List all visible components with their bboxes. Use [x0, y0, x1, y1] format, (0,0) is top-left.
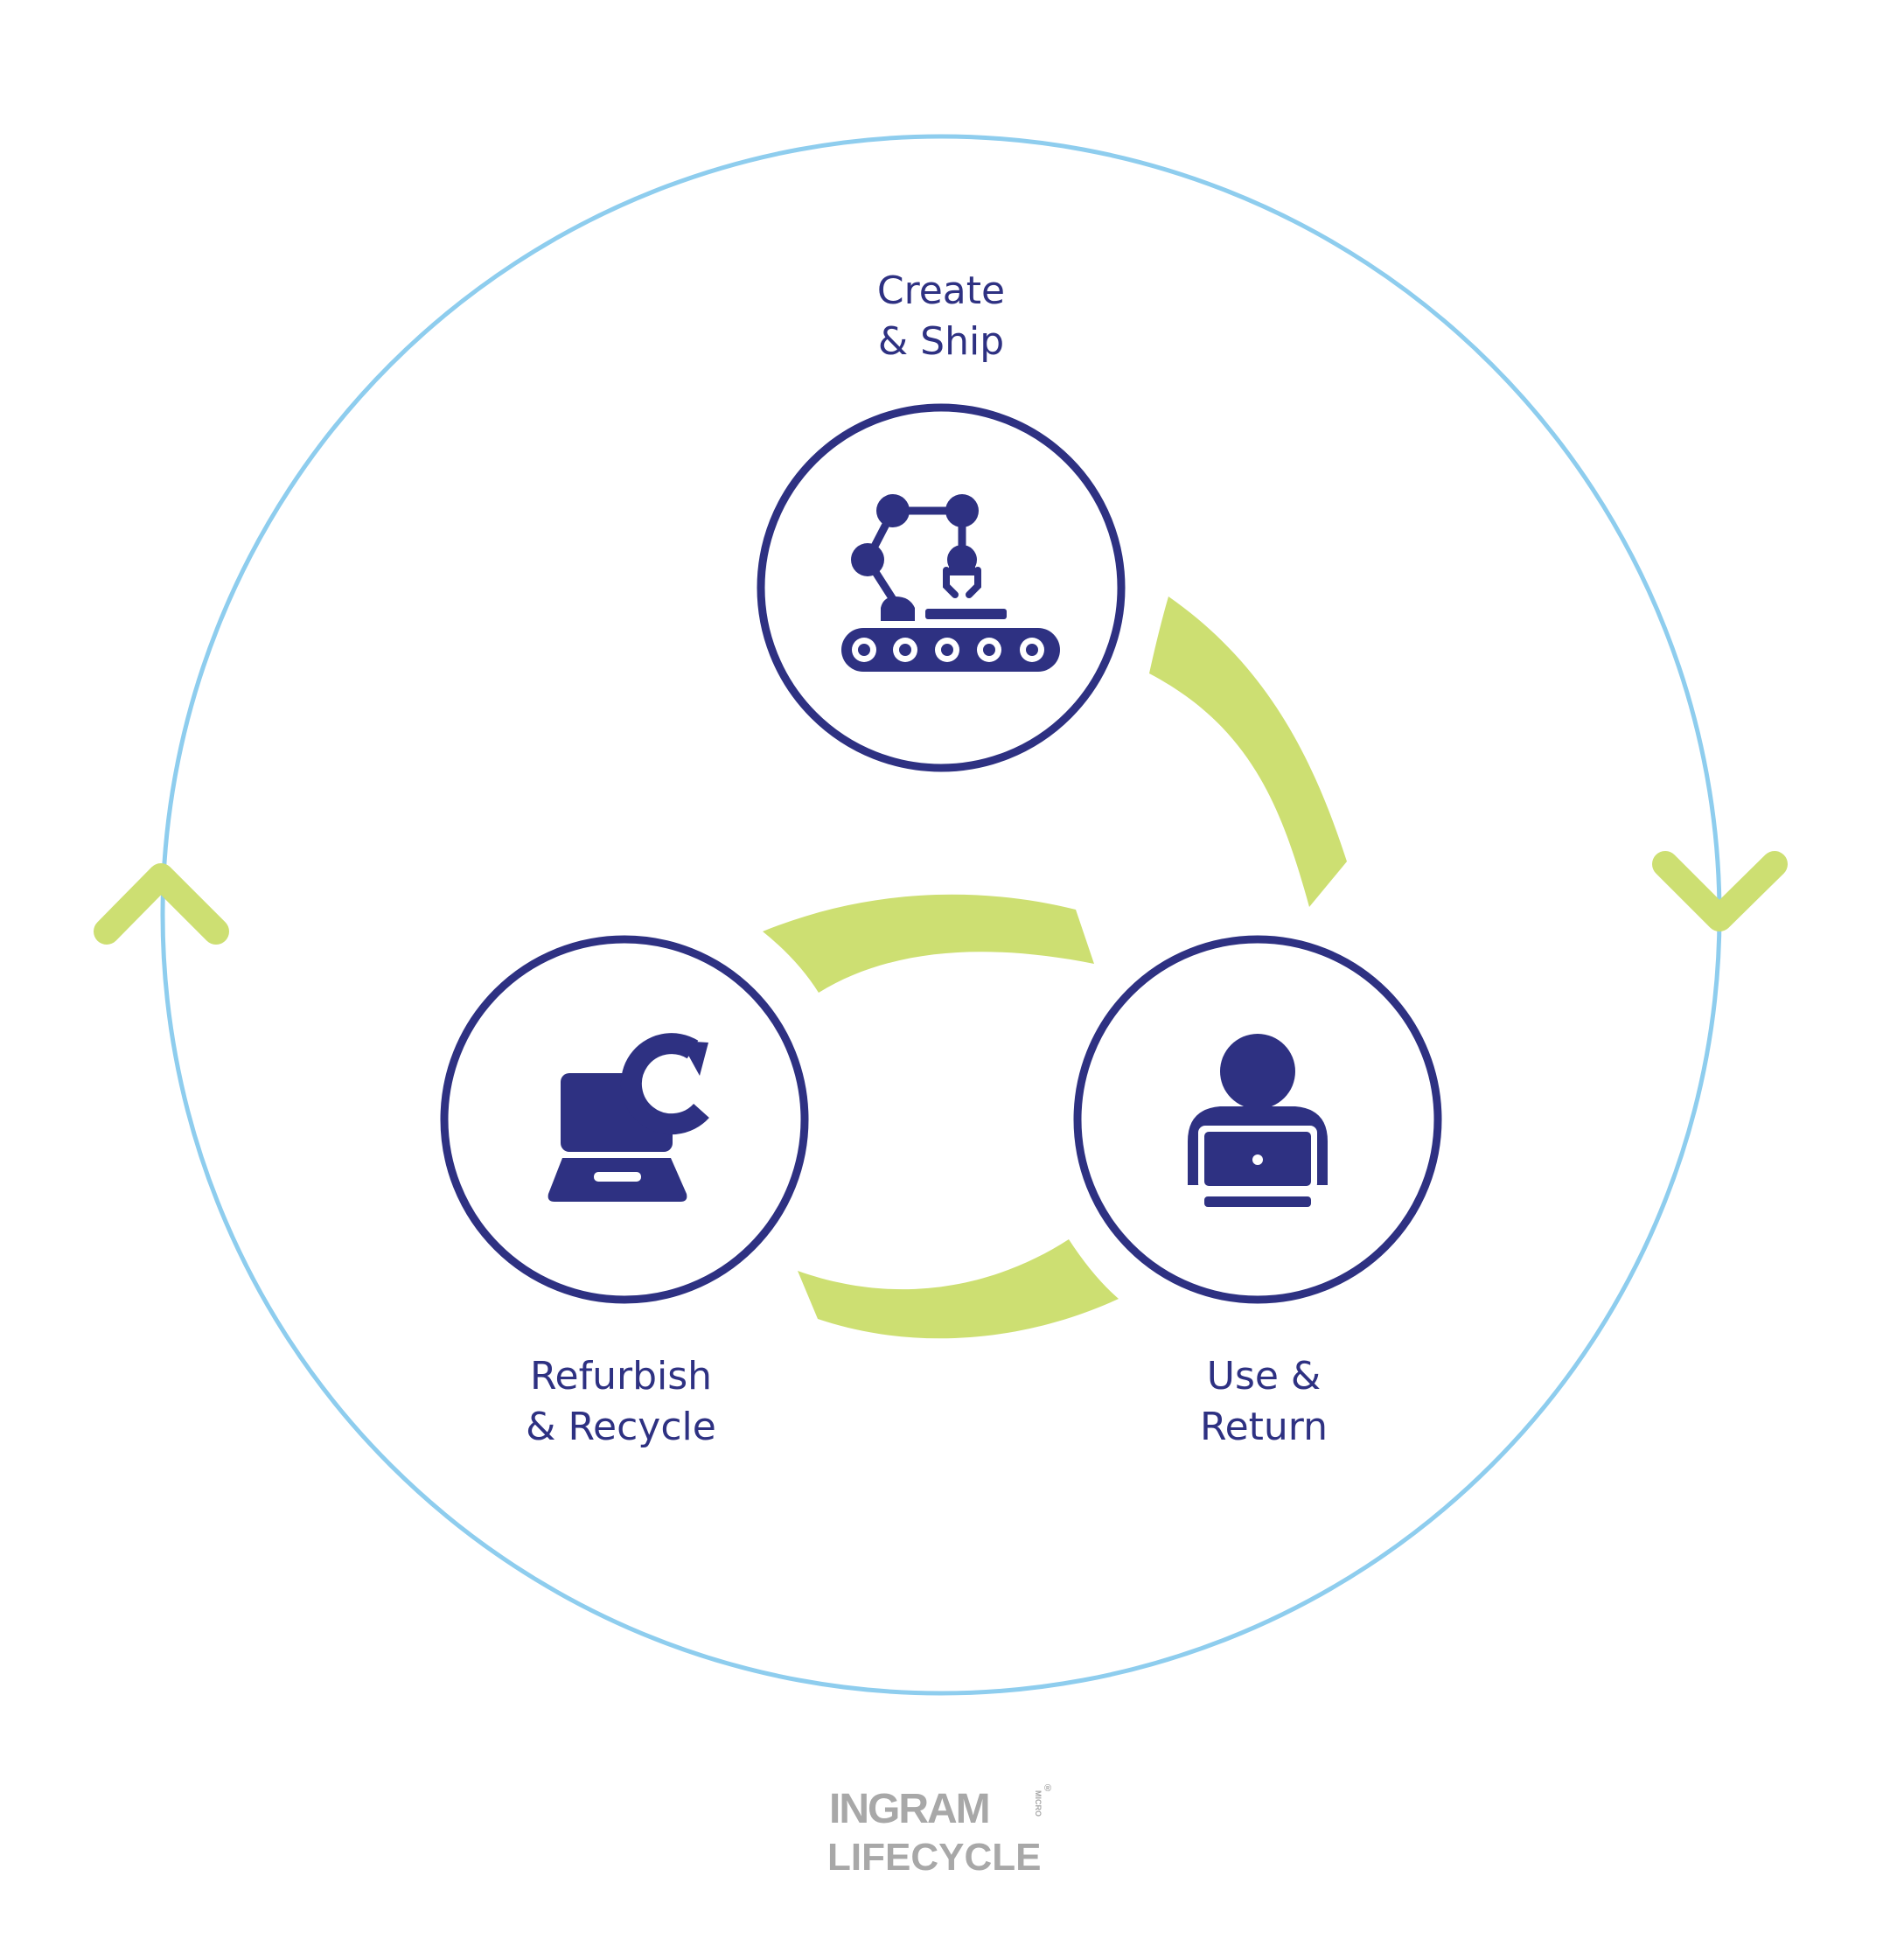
- logo-lifecycle-text: LIFECYCLE: [827, 1836, 1042, 1879]
- use-return-label-line2: Return: [1199, 1405, 1328, 1449]
- left-up-chevron-icon: [94, 863, 229, 945]
- laptop-refresh-icon: [547, 1032, 717, 1202]
- create-ship-label: Create & Ship: [766, 266, 1116, 367]
- create-ship-label-line2: & Ship: [877, 319, 1005, 364]
- connector-create-to-use: [1149, 596, 1347, 907]
- ingram-micro-lifecycle-logo: INGRAM MICRO ® LIFECYCLE: [822, 1783, 1067, 1892]
- use-return-label: Use & Return: [1089, 1351, 1439, 1453]
- robot-arm-conveyor-icon: [841, 494, 1060, 672]
- logo-micro-text: MICRO: [1034, 1790, 1043, 1817]
- connector-use-to-refurb: [798, 1239, 1119, 1339]
- refurbish-recycle-label: Refurbish & Recycle: [446, 1351, 796, 1453]
- logo-brand-text: INGRAM: [829, 1786, 991, 1832]
- create-ship-label-line1: Create: [876, 269, 1006, 313]
- refurbish-recycle-label-line2: & Recycle: [526, 1405, 716, 1449]
- refurbish-recycle-label-line1: Refurbish: [529, 1354, 713, 1399]
- right-down-chevron-icon: [1652, 851, 1788, 931]
- connector-refurb-to-create: [763, 894, 1094, 993]
- use-return-label-line1: Use &: [1206, 1354, 1322, 1399]
- person-laptop-icon: [1188, 1034, 1328, 1207]
- create-ship-node: [757, 403, 1126, 772]
- logo-registered-mark: ®: [1044, 1783, 1052, 1794]
